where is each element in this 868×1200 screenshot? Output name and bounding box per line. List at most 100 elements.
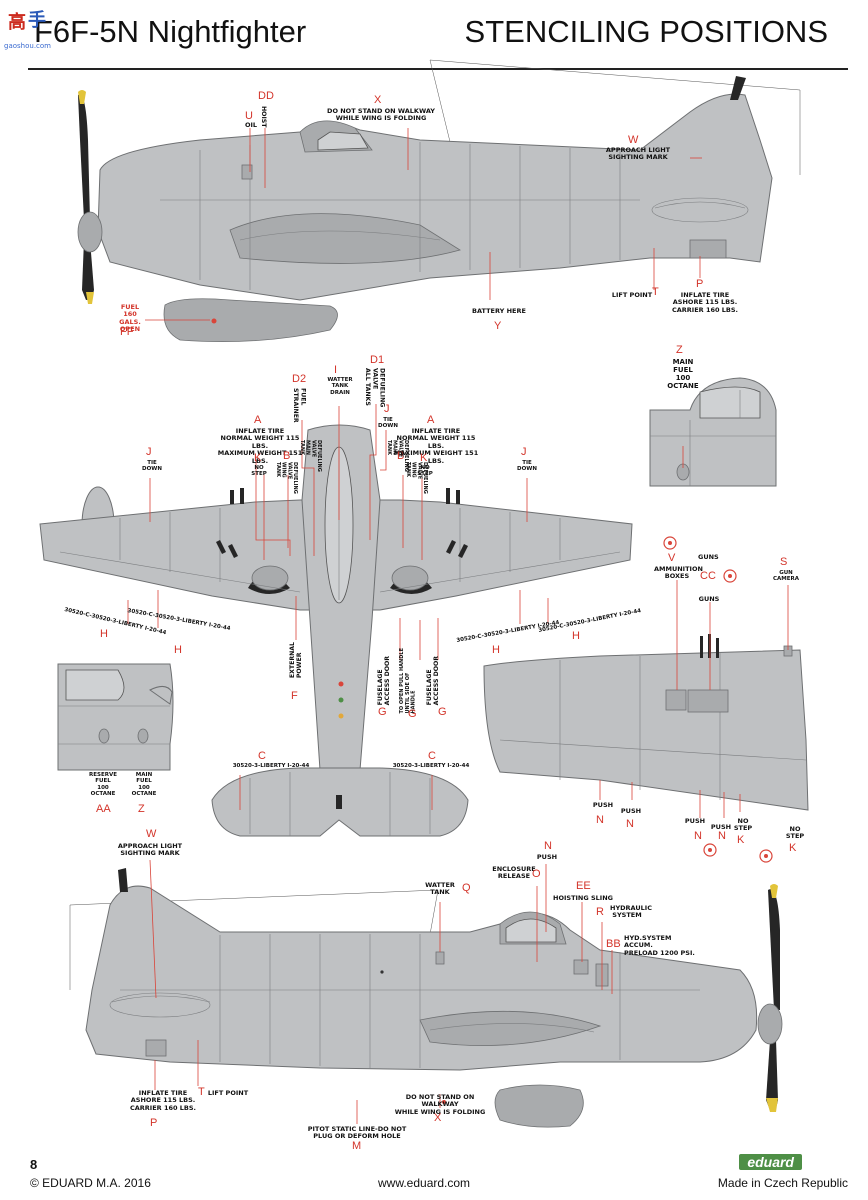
- canopy-detail-left: [57, 663, 174, 771]
- code-z-right: Z: [676, 344, 683, 356]
- code-k-left: K: [254, 452, 262, 464]
- code-c-right: C: [428, 750, 436, 762]
- label-main-fuel-right: MAIN FUEL 100 OCTANE: [667, 358, 699, 391]
- code-b-right: B: [397, 450, 405, 462]
- page-number: 8: [30, 1157, 38, 1172]
- wing-detail: [483, 536, 809, 863]
- code-h-2: H: [174, 644, 182, 656]
- label-reserve-fuel: RESERVE FUEL 100 OCTANE: [89, 772, 117, 797]
- code-q: Q: [462, 882, 471, 894]
- label-guns-upper: GUNS: [698, 553, 719, 561]
- code-j-right: J: [521, 446, 527, 458]
- code-k-right: K: [420, 452, 428, 464]
- label-nostep-wing-1: NO STEP: [733, 817, 753, 833]
- code-p-top: P: [696, 278, 704, 290]
- code-j-center: J: [384, 403, 390, 415]
- label-pitot: PITOT STATIC LINE-DO NOT PLUG OR DEFORM …: [307, 1125, 407, 1141]
- code-ee: EE: [576, 880, 591, 892]
- canopy-detail-right: [649, 377, 777, 487]
- label-defuel-main-right: DEFUELING VALVE MAIN TANK: [385, 440, 409, 472]
- label-push-bottom: PUSH: [536, 853, 558, 861]
- code-d1: D1: [370, 354, 385, 366]
- code-o: O: [532, 868, 541, 880]
- code-y: Y: [494, 320, 502, 332]
- label-ammo-boxes: AMMUNITION BOXES: [654, 565, 703, 581]
- code-d2: D2: [292, 373, 307, 385]
- code-i: I: [334, 364, 338, 376]
- label-hydraulic-system: HYDRAULIC SYSTEM: [610, 904, 652, 920]
- label-battery: BATTERY HERE: [472, 307, 526, 315]
- code-c-left: C: [258, 750, 266, 762]
- label-tire-top: INFLATE TIRE ASHORE 115 LBS. CARRIER 160…: [672, 291, 739, 314]
- code-v: V: [668, 552, 676, 564]
- section-title: STENCILING POSITIONS: [464, 14, 828, 49]
- code-a-right: A: [427, 414, 435, 426]
- label-external-power: EXTERNAL POWER: [289, 642, 304, 679]
- label-c-right: 30520-3-LIBERTY I-20-44: [392, 763, 470, 769]
- code-ff: FF: [120, 326, 134, 338]
- label-fuselage-door-right: FUSELAGE ACCESS DOOR: [426, 656, 441, 706]
- code-g-3: G: [438, 706, 447, 718]
- code-a-left: A: [254, 414, 262, 426]
- code-h-1: H: [100, 628, 108, 640]
- label-push-1: PUSH: [592, 801, 614, 809]
- label-c-left: 30520-3-LIBERTY I-20-44: [232, 763, 310, 769]
- copyright: © EDUARD M.A. 2016: [30, 1176, 151, 1190]
- code-t-bottom: T: [198, 1086, 205, 1098]
- label-inflate-left: INFLATE TIRE NORMAL WEIGHT 115 LBS. MAXI…: [217, 427, 303, 465]
- watermark-site: gaoshou.com: [4, 42, 51, 50]
- label-tie-right: TIE DOWN: [517, 460, 537, 473]
- label-inflate-right: INFLATE TIRE NORMAL WEIGHT 115 LBS. MAXI…: [393, 427, 479, 465]
- code-n-bottom: N: [544, 840, 552, 852]
- eduard-logo: eduard: [739, 1154, 802, 1170]
- label-lift-bottom: LIFT POINT: [207, 1089, 249, 1097]
- label-fuselage-door-left: FUSELAGE ACCESS DOOR: [377, 656, 392, 706]
- code-p-bottom: P: [150, 1117, 158, 1129]
- label-gun-camera: GUN CAMERA: [772, 570, 799, 583]
- header-rule: [28, 68, 848, 70]
- label-approach-bottom: APPROACH LIGHT SIGHTING MARK: [117, 842, 183, 858]
- model-title: F6F-5N Nightfighter: [34, 14, 307, 49]
- code-g-1: G: [378, 706, 387, 718]
- label-guns-wing: GUNS: [698, 595, 720, 603]
- code-n-1: N: [596, 814, 604, 826]
- code-cc: CC: [700, 570, 716, 582]
- label-walkway-top: DO NOT STAND ON WALKWAY WHILE WING IS FO…: [327, 107, 435, 123]
- label-fuel-strainer: FUEL STRAINER: [292, 388, 307, 423]
- label-fuel-ff: FUEL 160 GALS. OPEN: [119, 303, 141, 334]
- label-enclosure-release: ENCLOSURE RELEASE: [492, 865, 536, 881]
- label-nostep-left: NO STEP: [251, 465, 267, 478]
- code-dd: DD: [258, 90, 274, 102]
- code-n-4: N: [718, 830, 726, 842]
- label-push-4: PUSH: [710, 823, 732, 831]
- label-water-drain: WATTER TANK DRAIN: [327, 377, 353, 396]
- label-nostep-right: NO STEP: [417, 465, 433, 478]
- label-defuel-all: DEFUELING VALVE ALL TANKS: [364, 368, 386, 408]
- code-n-3: N: [694, 830, 702, 842]
- website-link[interactable]: www.eduard.com: [378, 1176, 471, 1190]
- label-main-fuel-left: MAIN FUEL 100 OCTANE: [131, 772, 157, 797]
- side-view-left: [77, 59, 801, 343]
- label-defuel-wing-left: DEFUELING VALVE WING TANK: [274, 462, 298, 494]
- code-w-top: W: [628, 134, 639, 146]
- code-u: U: [245, 110, 253, 122]
- label-tire-bottom: INFLATE TIRE ASHORE 115 LBS. CARRIER 160…: [130, 1089, 197, 1112]
- code-s: S: [780, 556, 788, 568]
- code-aa: AA: [96, 803, 111, 815]
- code-h-3: H: [492, 644, 500, 656]
- code-n-2: N: [626, 818, 634, 830]
- watermark-logo: 高 手 gaoshou.com: [2, 2, 51, 60]
- watermark-glyph-a: 高: [8, 12, 26, 33]
- label-tie-left: TIE DOWN: [142, 460, 162, 473]
- code-bb: BB: [606, 938, 621, 950]
- code-t-top: T: [652, 286, 659, 298]
- watermark-glyph-b: 手: [28, 10, 46, 31]
- plan-view: [39, 424, 633, 837]
- label-nostep-wing-2: NO STEP: [785, 825, 805, 841]
- label-pull-handle: TO OPEN PULL HANDLE UNTIL SIDE OF HANDLE: [399, 648, 417, 714]
- made-in: Made in Czech Republic: [717, 1176, 848, 1190]
- code-m: M: [352, 1140, 362, 1152]
- code-x-bottom: X: [434, 1112, 442, 1124]
- label-approach-top: APPROACH LIGHT SIGHTING MARK: [605, 146, 671, 162]
